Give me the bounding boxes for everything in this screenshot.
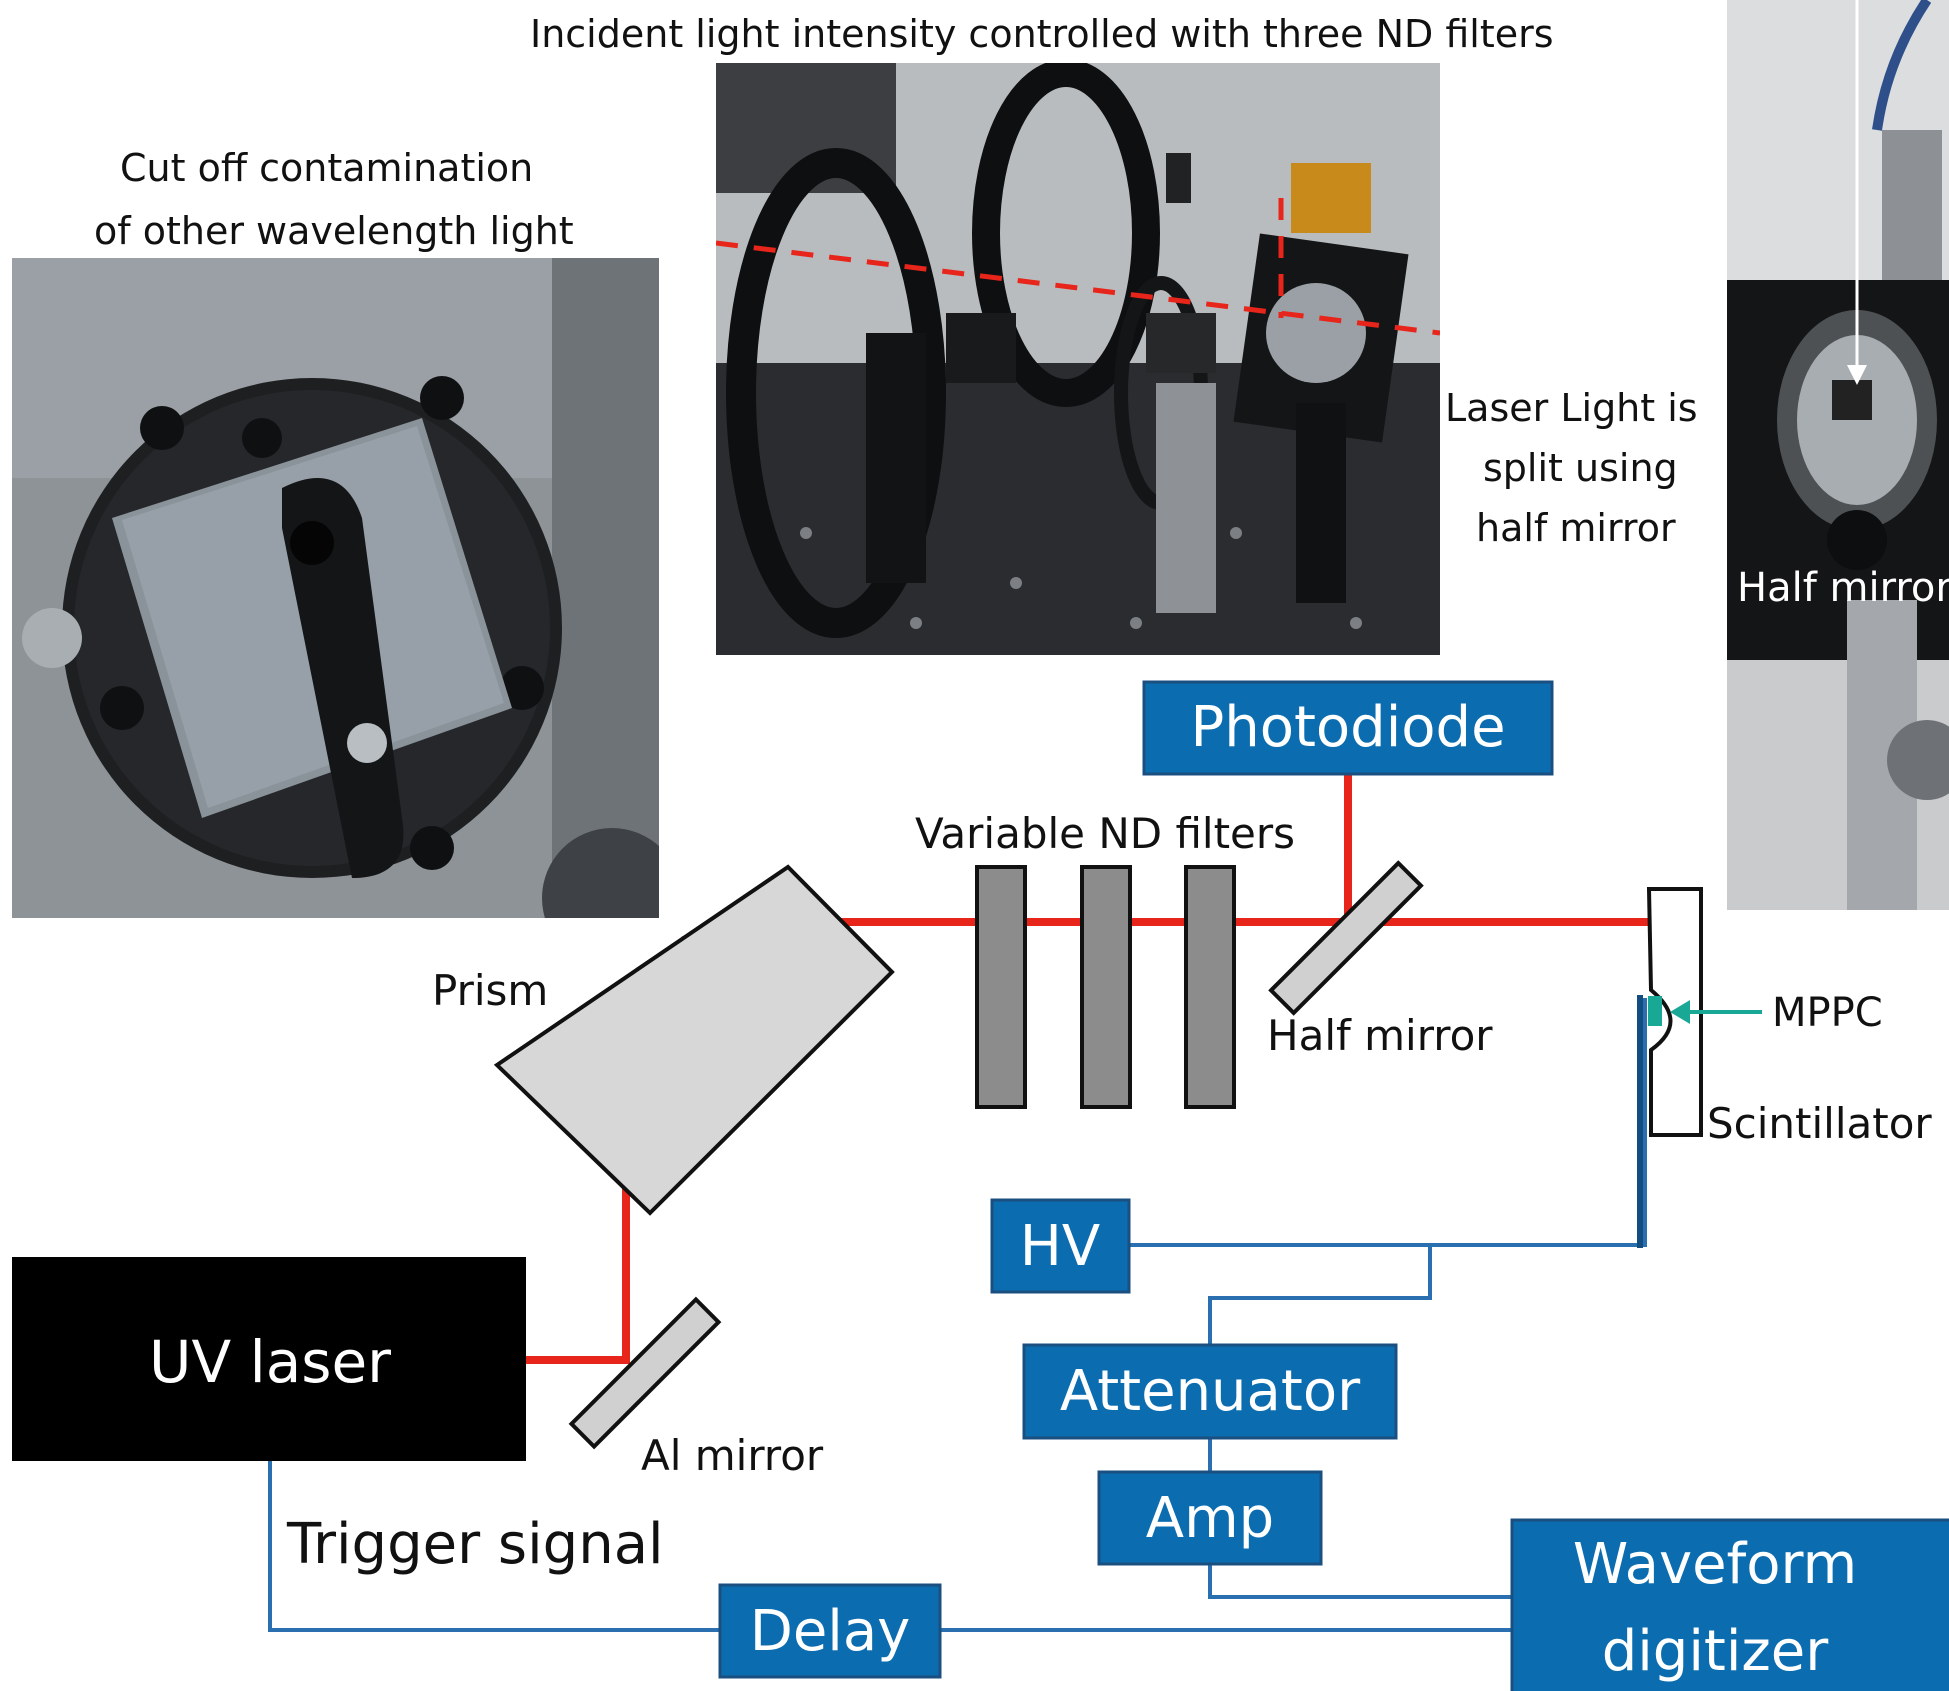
prism xyxy=(493,864,895,1216)
photo-nd-filters xyxy=(716,63,1440,655)
mppc xyxy=(1648,996,1662,1026)
photodiode-box xyxy=(1142,680,1554,776)
mppc-label: MPPC xyxy=(1772,990,1883,1036)
photo-prism-mount xyxy=(12,258,659,918)
scintillator-label: Scintillator xyxy=(1707,1099,1932,1148)
half-mirror-label: Half mirror xyxy=(1267,1011,1493,1060)
mppc-to-attenuator-wire xyxy=(1208,1245,1432,1345)
amp-to-digitizer-wire xyxy=(1208,1564,1512,1599)
caption-right-line1: Laser Light is xyxy=(1445,386,1698,430)
variable-nd-filters-label: Variable ND filters xyxy=(915,809,1295,858)
caption-left-line2: of other wavelength light xyxy=(94,209,574,253)
attenuator-box xyxy=(1022,1343,1398,1440)
photo-half-mirror: Half mirror xyxy=(1727,0,1949,910)
delay-box xyxy=(718,1583,942,1679)
half-mirror xyxy=(1268,860,1424,1016)
photo-half-mirror-label: Half mirror xyxy=(1737,565,1949,611)
amp-label: Amp xyxy=(1146,1486,1274,1551)
amp-box xyxy=(1097,1470,1323,1566)
uv-laser-box xyxy=(12,1257,526,1461)
waveform-label-line2: digitizer xyxy=(1602,1619,1830,1684)
prism-label: Prism xyxy=(432,966,548,1015)
waveform-digitizer-box xyxy=(1510,1518,1949,1691)
caption-left-line1: Cut off contamination xyxy=(120,146,534,190)
instrument-boxes xyxy=(718,680,1949,1691)
caption-right-line2: split using xyxy=(1483,446,1678,490)
attenuator-label: Attenuator xyxy=(1060,1359,1361,1424)
trigger-signal-label: Trigger signal xyxy=(286,1512,664,1577)
caption-top: Incident light intensity controlled with… xyxy=(530,12,1554,56)
nd-filter-2 xyxy=(1080,865,1132,1109)
nd-filter-wheels-photo-icon xyxy=(716,63,1440,655)
half-mirror-mount-photo-icon xyxy=(1727,0,1949,910)
hv-box xyxy=(990,1198,1131,1294)
hv-label: HV xyxy=(1020,1214,1100,1279)
signal-wires xyxy=(268,995,1647,1632)
waveform-label-line1: Waveform xyxy=(1573,1532,1857,1597)
uv-laser-label: UV laser xyxy=(149,1328,391,1396)
prism-mount-photo-icon xyxy=(12,258,659,918)
delay-label: Delay xyxy=(750,1599,911,1664)
nd-filter-1 xyxy=(975,865,1027,1109)
al-mirror-label: Al mirror xyxy=(641,1431,824,1480)
nd-filter-3 xyxy=(1184,865,1236,1109)
caption-right-line3: half mirror xyxy=(1476,506,1676,550)
al-mirror xyxy=(568,1296,722,1450)
photodiode-label: Photodiode xyxy=(1190,695,1505,760)
trigger-wire xyxy=(268,1460,720,1632)
mppc-arrow-head xyxy=(1670,1000,1690,1024)
